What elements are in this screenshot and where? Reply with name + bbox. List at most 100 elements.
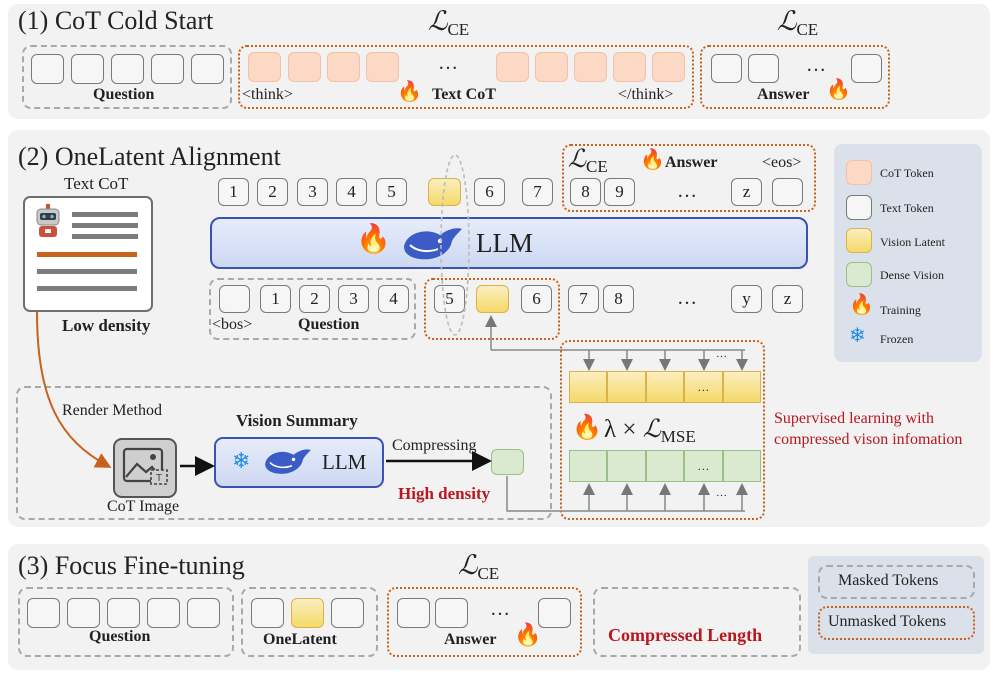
render-arrow	[36, 311, 112, 468]
section3-answer-label: Answer	[444, 631, 497, 648]
text-token	[331, 598, 364, 628]
think-open-label: <think>	[242, 86, 293, 103]
section1-text-cot-label: Text CoT	[432, 86, 496, 103]
question-token	[151, 54, 184, 84]
fire-icon: 🔥	[640, 149, 665, 171]
compressing-label: Compressing	[392, 437, 477, 454]
vision-latent-sequence: …	[569, 371, 762, 403]
answer-token	[538, 598, 571, 628]
masked-tokens-label: Masked Tokens	[838, 572, 939, 589]
output-token: z	[731, 178, 762, 206]
svg-text:T: T	[156, 473, 162, 484]
llm-block	[210, 217, 808, 269]
latent-loop	[440, 154, 470, 336]
cot-token	[327, 52, 360, 82]
fire-icon: 🔥	[514, 622, 542, 647]
question-token	[111, 54, 144, 84]
llm-label: LLM	[476, 228, 533, 258]
dense-to-mse-line	[506, 476, 745, 512]
text-line	[72, 223, 138, 228]
vision-latent-cell-ellipsis: …	[684, 371, 723, 403]
mask-legend-box	[808, 556, 984, 654]
low-density-label: Low density	[62, 316, 151, 335]
section1-answer-label: Answer	[757, 86, 810, 103]
section1-question-label: Question	[93, 86, 155, 103]
question-token	[191, 54, 224, 84]
section1-answer-ellipsis: …	[806, 54, 826, 76]
input-token	[219, 285, 250, 313]
high-density-label: High density	[398, 484, 491, 503]
vision-latent-token	[476, 285, 509, 313]
section1-cot-ellipsis: …	[438, 52, 458, 74]
snowflake-icon: ❄	[232, 448, 251, 473]
legend-swatch-cot	[846, 160, 872, 185]
legend-label-text: Text Token	[880, 201, 934, 215]
cot-image-icon: T	[113, 438, 177, 498]
cot-token	[288, 52, 321, 82]
output-token: 5	[376, 178, 407, 206]
section2-latent-group	[424, 278, 560, 340]
dense-vision-cell-ellipsis: …	[684, 450, 723, 482]
question-token	[27, 598, 60, 628]
text-token	[251, 598, 284, 628]
section1-title: (1) CoT Cold Start	[18, 6, 214, 35]
input-token: 3	[338, 285, 369, 313]
cot-token	[652, 52, 685, 82]
input-token: y	[731, 285, 762, 313]
robot-icon	[34, 204, 62, 238]
legend-label-cot: CoT Token	[880, 166, 934, 180]
cot-image-label: CoT Image	[107, 498, 180, 515]
answer-token	[435, 598, 468, 628]
bos-label: <bos>	[212, 316, 253, 333]
dense-vision-cell	[569, 450, 608, 482]
think-close-label: </think>	[618, 86, 674, 103]
whale-logo-icon	[262, 444, 314, 478]
dense-vision-sequence: …	[569, 450, 762, 482]
section3-question-group	[18, 587, 234, 657]
input-token: 2	[299, 285, 330, 313]
text-line	[37, 286, 137, 291]
section1-answer-group	[700, 45, 890, 109]
fire-icon: 🔥	[849, 294, 874, 316]
fire-icon: 🔥	[397, 81, 422, 103]
vision-llm-label: LLM	[322, 450, 367, 474]
vision-latent-token	[291, 598, 324, 628]
text-line	[72, 212, 138, 217]
answer-token	[711, 54, 742, 83]
vision-latent-cell	[722, 371, 762, 403]
unmasked-tokens-label: Unmasked Tokens	[828, 613, 947, 630]
cot-token	[496, 52, 529, 82]
legend-swatch-text	[846, 195, 872, 220]
cot-token	[248, 52, 281, 82]
text-line	[72, 234, 138, 239]
dense-vision-cell	[607, 450, 646, 482]
supervised-learning-line1: Supervised learning with	[774, 410, 934, 427]
output-token: 3	[297, 178, 328, 206]
section3-answer-ellipsis: …	[490, 598, 510, 620]
mse-dots-top: …	[716, 348, 727, 360]
section1-cot-group	[238, 45, 694, 109]
output-token: 9	[604, 178, 635, 206]
unmasked-tokens-key	[818, 606, 975, 640]
legend-label-training: Training	[880, 303, 921, 317]
output-token: 2	[257, 178, 288, 206]
section2-question-label: Question	[298, 316, 360, 333]
compressed-length-label: Compressed Length	[608, 625, 763, 645]
compressed-length-group	[593, 587, 801, 657]
masked-tokens-key	[818, 565, 975, 599]
cot-token	[613, 52, 646, 82]
legend-swatch-dense-vision	[846, 262, 872, 287]
section1-question-group	[22, 45, 232, 109]
dense-vision-cell	[722, 450, 762, 482]
section2-title: (2) OneLatent Alignment	[18, 142, 281, 171]
text-cot-caption: Text CoT	[64, 174, 129, 193]
whale-logo-icon	[400, 223, 466, 263]
snowflake-icon: ❄	[849, 325, 866, 347]
mse-dots-bottom: …	[716, 487, 727, 499]
legend-label-frozen: Frozen	[880, 332, 914, 346]
supervised-learning-line2: compressed vison infomation	[774, 431, 963, 448]
output-token: 4	[336, 178, 367, 206]
section3-onelatent-group	[241, 587, 378, 657]
text-line	[37, 269, 137, 274]
section2-question-group	[209, 278, 416, 340]
